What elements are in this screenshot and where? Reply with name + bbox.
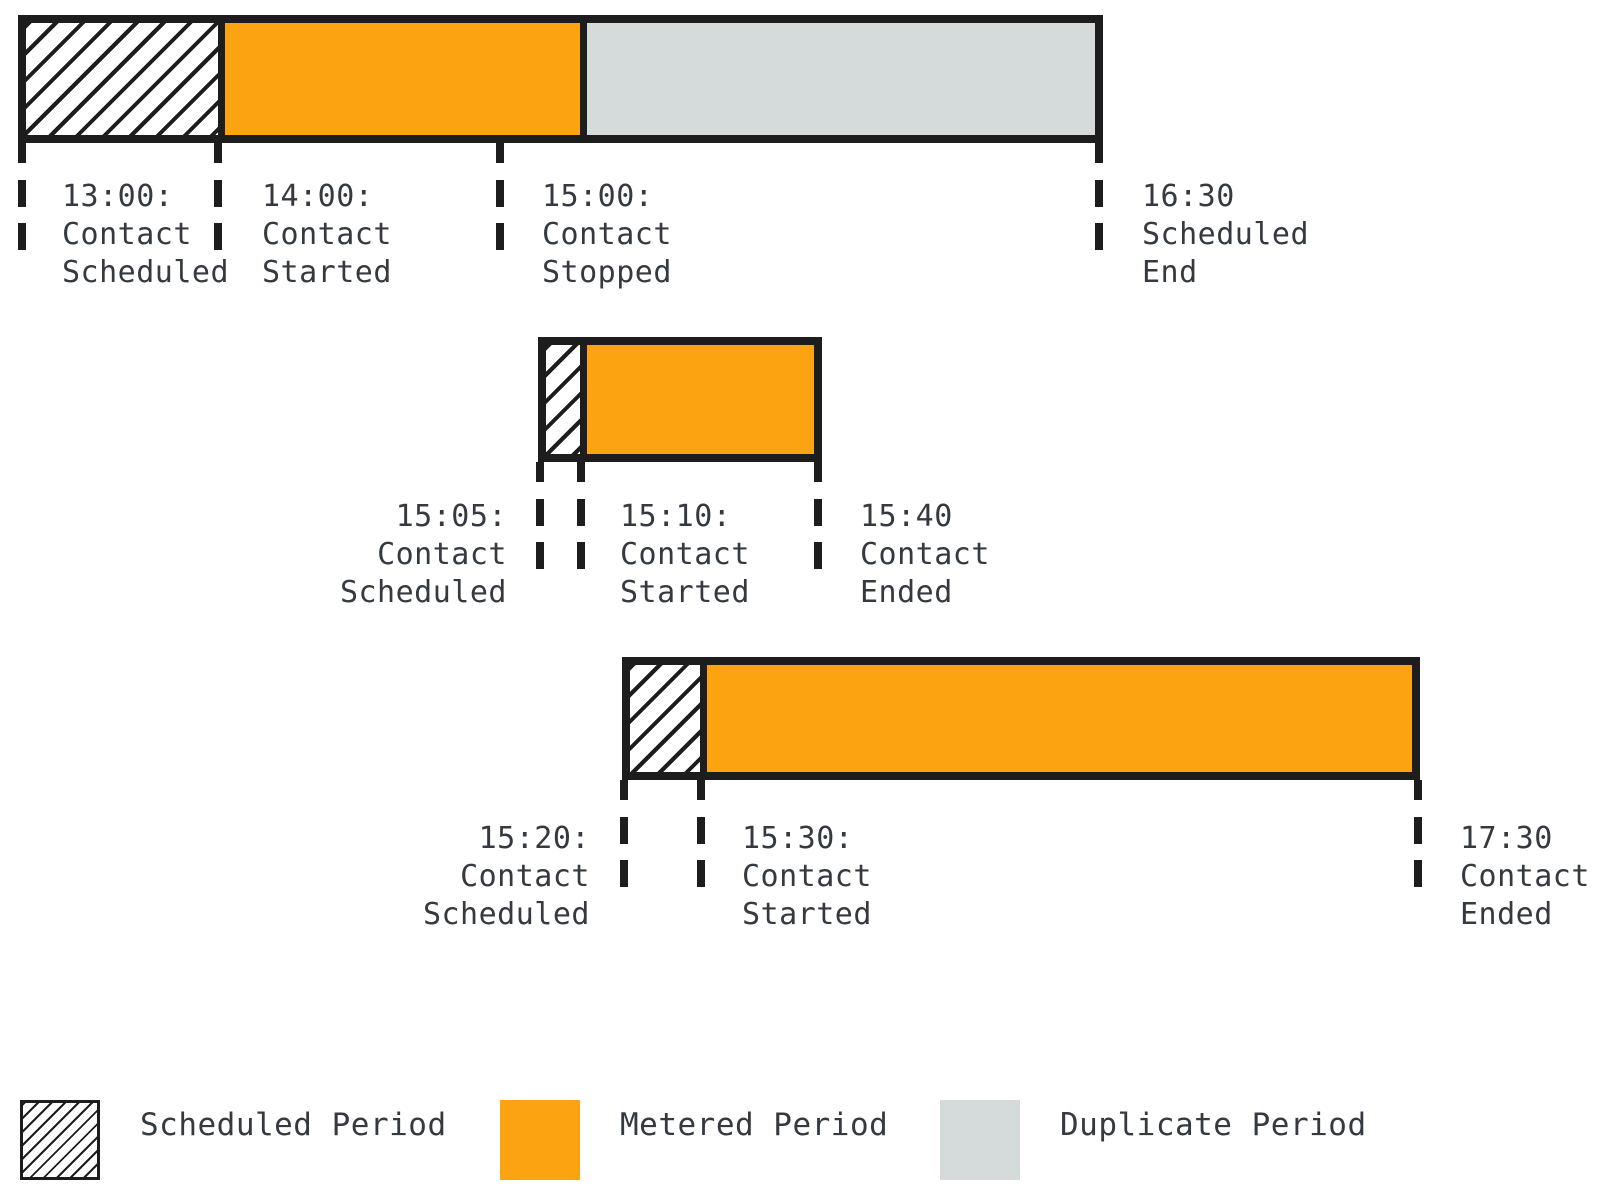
time-marker-label: 13:00: Contact Scheduled <box>62 179 230 290</box>
time-marker-label: 15:20: Contact Scheduled <box>422 821 590 932</box>
time-tick <box>620 780 628 887</box>
time-tick <box>496 143 504 250</box>
legend-swatch-scheduled <box>20 1100 100 1180</box>
contact-bar-2 <box>538 337 822 462</box>
legend-label: Scheduled Period <box>140 1107 447 1143</box>
contact-bar-1 <box>18 15 1103 143</box>
time-marker-label: 15:30: Contact Started <box>742 821 872 932</box>
time-marker-label: 16:30 Scheduled End <box>1142 179 1310 290</box>
time-tick <box>536 462 544 569</box>
time-tick <box>697 780 705 887</box>
time-tick <box>214 143 222 250</box>
scheduled-period-segment <box>630 665 700 772</box>
legend-swatch-duplicate <box>940 1100 1020 1180</box>
time-marker-label: 15:40 Contact Ended <box>860 499 990 610</box>
legend-label: Metered Period <box>620 1107 889 1143</box>
scheduled-period-segment <box>546 345 580 454</box>
legend-label: Duplicate Period <box>1060 1107 1367 1143</box>
contact-bar-3 <box>622 657 1420 780</box>
time-tick <box>814 462 822 569</box>
metered-period-segment <box>218 23 580 135</box>
time-tick <box>1414 780 1422 887</box>
time-tick <box>18 143 26 250</box>
time-marker-label: 17:30 Contact Ended <box>1460 821 1590 932</box>
time-marker-label: 15:10: Contact Started <box>620 499 750 610</box>
time-marker-label: 15:00: Contact Stopped <box>542 179 672 290</box>
metered-period-segment <box>700 665 1412 772</box>
legend-swatch-metered <box>500 1100 580 1180</box>
time-tick <box>577 462 585 569</box>
time-marker-label: 15:05: Contact Scheduled <box>339 499 507 610</box>
scheduled-period-segment <box>26 23 218 135</box>
metered-period-segment <box>580 345 814 454</box>
time-marker-label: 14:00: Contact Started <box>262 179 392 290</box>
time-tick <box>1095 143 1103 250</box>
duplicate-period-segment <box>580 23 1095 135</box>
